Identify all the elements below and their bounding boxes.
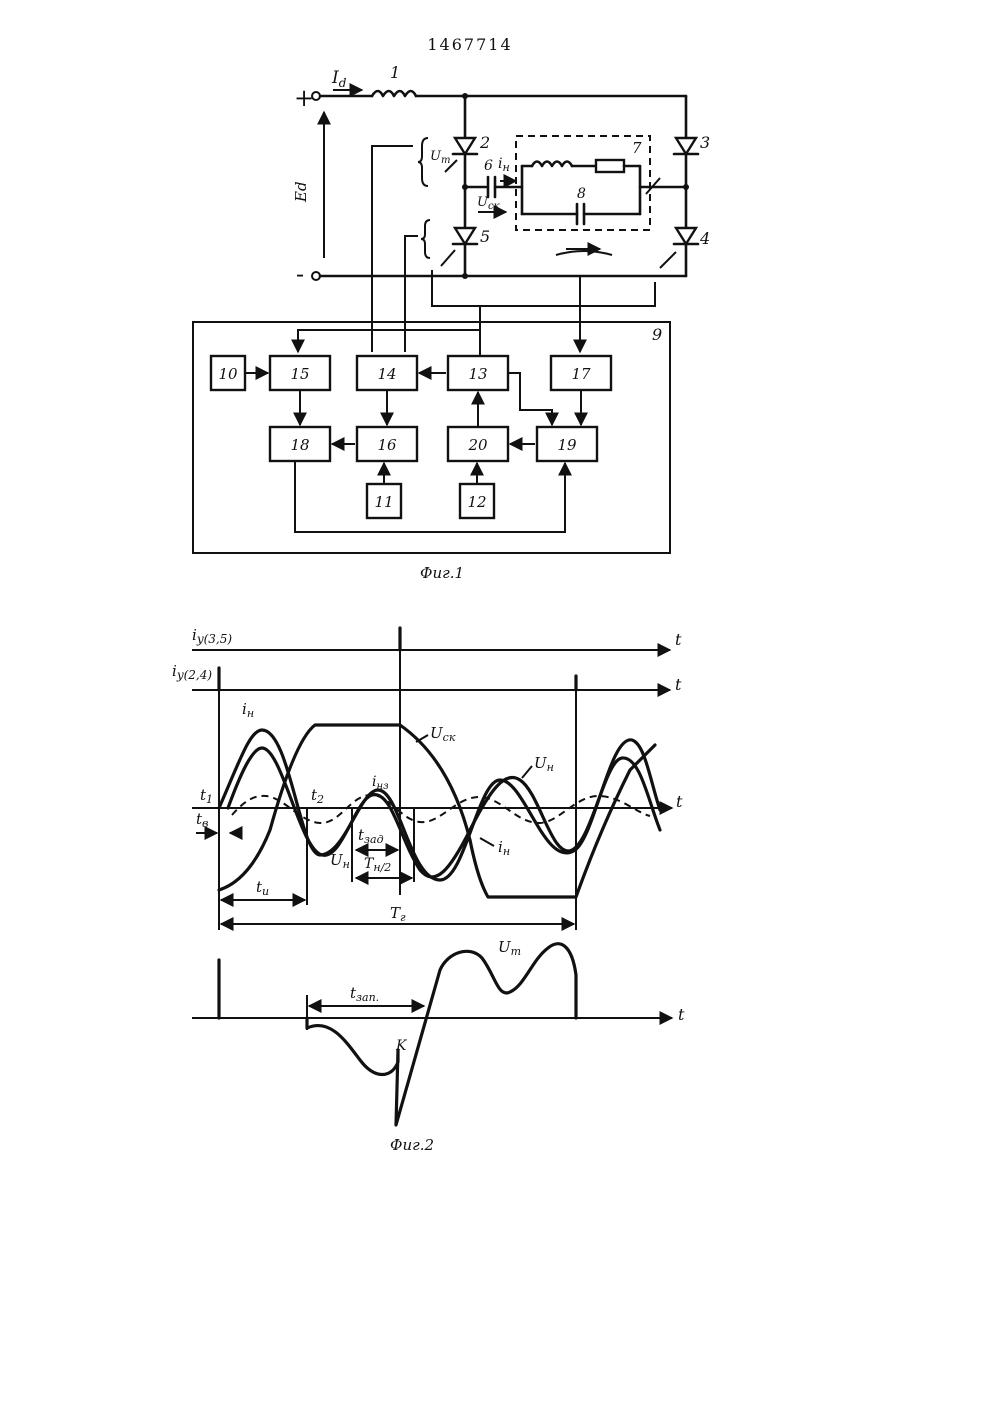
thyristor-5 <box>441 228 477 266</box>
tv-label: tв <box>196 810 208 830</box>
fig1-caption: Фиг.1 <box>420 564 464 582</box>
in-bottom-label: iн <box>498 838 510 858</box>
t1-label: t1 <box>200 786 213 806</box>
load-resistor <box>596 160 624 172</box>
plus-terminal-label: + <box>294 84 314 112</box>
tu-label: tu <box>256 878 269 898</box>
current-direction-mark <box>556 251 612 255</box>
un-right-leader <box>522 766 532 778</box>
patent-number: 1467714 <box>427 35 512 54</box>
iy35-label: iy(3,5) <box>192 626 232 646</box>
minus-terminal-label: - <box>296 260 304 288</box>
t2-label: t2 <box>311 786 324 806</box>
block-18-label: 18 <box>290 436 309 454</box>
bracket-5 <box>421 220 430 258</box>
fig1-circuit: + - Id Ed 1 2 5 <box>193 63 710 582</box>
block-15-label: 15 <box>290 365 309 383</box>
block-11-label: 11 <box>374 493 393 511</box>
block-20-label: 20 <box>467 436 488 454</box>
block-13-label: 13 <box>468 365 487 383</box>
thyristor-3-label: 3 <box>700 133 710 152</box>
wire-to-15 <box>298 330 480 352</box>
capacitor-6-label: 6 <box>484 158 493 174</box>
block-14-label: 14 <box>377 365 396 383</box>
tn2-label: Tн/2 <box>364 856 391 874</box>
load-current-label: iн <box>498 156 510 174</box>
thyristor-3 <box>674 138 698 154</box>
control-unit-9-label: 9 <box>652 325 662 344</box>
k-point-label: K <box>395 1038 408 1054</box>
current-id-label: Id <box>331 68 347 90</box>
thyristor-5-label: 5 <box>480 227 490 246</box>
waveform-ut <box>307 944 576 1125</box>
capacitor-8-label: 8 <box>577 186 586 202</box>
usk-label: Uск <box>430 724 456 744</box>
axis-iy24-t: t <box>675 675 682 694</box>
axis-ut-t: t <box>678 1005 685 1024</box>
inz-label: iнз <box>372 774 389 792</box>
in-top-label: iн <box>242 700 254 720</box>
thyristor-4 <box>660 228 698 268</box>
waveform-usk <box>219 725 655 897</box>
load-box-7-label: 7 <box>632 139 642 157</box>
tzap-label: tзап. <box>350 984 379 1004</box>
ut-bracket <box>418 138 428 186</box>
un-bottom-label: Uн <box>330 851 350 871</box>
ut-label: Uт <box>498 938 521 958</box>
link-18-19 <box>295 461 565 532</box>
block-19-label: 19 <box>557 436 577 454</box>
load-inductor <box>532 162 572 167</box>
inductor-1 <box>372 91 416 96</box>
inductor-1-label: 1 <box>390 63 400 82</box>
block-10-label: 10 <box>218 365 238 383</box>
thyristor-2-label: 2 <box>479 133 490 152</box>
block-16-label: 16 <box>377 436 397 454</box>
fig2-waveforms: iy(3,5) t iy(2,4) t t t1 t2 tв i <box>172 626 685 1154</box>
axis-main-t: t <box>676 792 683 811</box>
block-12-label: 12 <box>467 493 486 511</box>
junction-dot <box>462 184 468 190</box>
voltage-ed-label: Ed <box>292 181 310 203</box>
in-bottom-leader <box>480 838 494 846</box>
junction-dot <box>683 184 689 190</box>
block-17-label: 17 <box>571 365 591 383</box>
iy24-label: iy(2,4) <box>172 662 212 682</box>
fig2-caption: Фиг.2 <box>390 1136 434 1154</box>
tzad-label: tзад <box>358 826 384 846</box>
thyristor-4-label: 4 <box>699 229 710 248</box>
wire-sense-14b <box>405 236 418 352</box>
axis-iy35-t: t <box>675 630 682 649</box>
link-13-19 <box>508 373 552 425</box>
ut-bracket-label: Uт <box>430 149 450 166</box>
un-right-label: Uн <box>534 754 554 774</box>
tg-label: Tг <box>390 904 406 924</box>
